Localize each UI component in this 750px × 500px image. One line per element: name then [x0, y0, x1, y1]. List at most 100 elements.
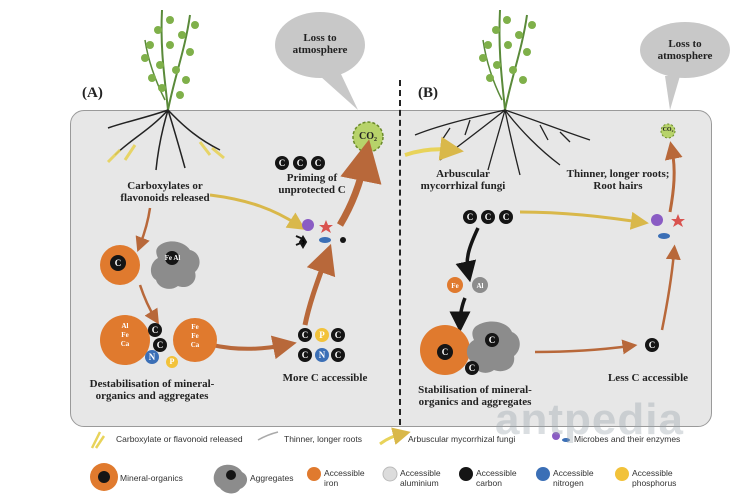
b-microbes-to-co2-arrow — [664, 141, 683, 213]
microbes-to-co2-arrow-a — [336, 139, 382, 227]
b-carbon-to-microbes-arrow — [519, 210, 649, 230]
mc-letter-n: N — [318, 350, 326, 360]
nitrogen-dot-a — [145, 350, 159, 364]
priming-label: Priming of unprotected C — [278, 172, 346, 196]
more-c-carbon-2 — [331, 328, 345, 342]
priming-carbon-3 — [311, 156, 325, 170]
more-c-carbon-4 — [331, 348, 345, 362]
b-aluminium-dot — [472, 277, 488, 293]
priming-letter-2: C — [296, 158, 304, 168]
b-carbon-2 — [481, 210, 495, 224]
more-c-nitrogen — [315, 348, 329, 362]
aggregate-a — [150, 241, 200, 289]
priming-letter-3: C — [314, 158, 322, 168]
mc-letter-4: C — [334, 350, 342, 360]
b-carbon-to-metals-arrow — [455, 227, 480, 283]
carbon-dot-1 — [148, 323, 162, 337]
more-c-to-microbes-arrow — [302, 243, 336, 326]
b-iron-dot — [447, 277, 463, 293]
complex-right-a — [173, 318, 217, 362]
release-label: Carboxylates or flavonoids released — [120, 180, 210, 204]
legend-iron: Accessible iron — [324, 468, 365, 488]
more-c-carbon-3 — [298, 348, 312, 362]
legend-phosphorus: Accessible phosphorus — [632, 468, 677, 488]
priming-carbon-2 — [293, 156, 307, 170]
panel-b-letter: (B) — [418, 85, 438, 101]
microbes-icon-b — [651, 214, 685, 239]
loss-to-atmosphere-b: Loss to atmosphere — [657, 38, 713, 62]
release-to-complex-arrow — [135, 207, 152, 253]
b-carbon-extra — [465, 361, 479, 375]
plant-a-shoot — [141, 9, 199, 111]
loss-bubble-a — [275, 12, 365, 110]
b-less-c-letter: C — [648, 340, 656, 350]
b-metals-to-complex-arrow — [449, 297, 471, 333]
b-extra-c-letter: C — [468, 363, 476, 373]
co2-label-b: CO₂ — [662, 127, 674, 133]
more-c-label: More C accessible — [282, 372, 368, 384]
destab-to-more-c-arrow — [211, 335, 297, 360]
legend-microbes: Microbes and their enzymes — [574, 434, 681, 444]
b-al-letter: Al — [476, 282, 484, 290]
legend-nitrogen: Accessible nitrogen — [553, 468, 594, 488]
watermark: antpedia — [495, 395, 684, 444]
legend: Carboxylate or flavonoid released Thinne… — [84, 426, 724, 498]
b-letter-3: C — [502, 212, 510, 222]
panel-divider — [399, 80, 401, 425]
b-fe-letter: Fe — [451, 282, 459, 290]
less-c-label: Less C accessible — [607, 372, 689, 384]
carbon-dot-2 — [153, 338, 167, 352]
microbes-icon-a — [295, 219, 346, 249]
phosphorus-dot-a — [166, 356, 178, 368]
plant-b-roots — [414, 109, 591, 176]
stabilisation-label: Stabilisation of mineral- organics and a… — [418, 384, 532, 408]
b-mineral-c-letter: C — [441, 347, 449, 357]
legend-carbon: Accessible carbon — [476, 468, 517, 488]
mc-letter-1: C — [301, 330, 309, 340]
legend-carboxylate: Carboxylate or flavonoid released — [116, 434, 243, 444]
mc-letter-p: P — [319, 330, 325, 340]
amf-icon — [379, 427, 411, 446]
thin-roots-icon — [257, 431, 279, 441]
complex-a-letters: Al Fe Ca — [120, 322, 130, 348]
plant-a-roots — [107, 109, 221, 171]
thin-roots-label: Thinner, longer roots; Root hairs — [566, 168, 670, 192]
destabilisation-label: Destabilisation of mineral- organics and… — [89, 378, 215, 402]
n-letter-1: N — [148, 352, 156, 362]
b-carbon-in-mineral — [437, 344, 453, 360]
plant-b-shoot — [479, 9, 536, 111]
b-carbon-3 — [499, 210, 513, 224]
aluminium-icon — [382, 466, 398, 482]
carbon-icon — [459, 467, 473, 481]
c-letter-2: C — [156, 340, 164, 350]
b-letter-1: C — [466, 212, 474, 222]
carbon-in-mineral-a — [110, 255, 126, 271]
co2-label-a: CO₂ — [359, 131, 377, 142]
aggregate-metal-letters: Fe Al — [164, 254, 181, 262]
mc-letter-3: C — [301, 350, 309, 360]
mc-letter-2: C — [334, 330, 342, 340]
more-c-carbon-1 — [298, 328, 312, 342]
amf-label: Arbuscular mycorrhizal fungi — [420, 168, 506, 192]
legend-mineral-organics: Mineral-organics — [120, 473, 183, 483]
panel-a-letter: (A) — [82, 85, 103, 101]
co2-icon-b — [660, 123, 676, 139]
legend-amf: Arbuscular mycorrhizal fungi — [408, 434, 516, 444]
p-letter-1: P — [169, 357, 175, 366]
b-carbon-in-aggregate — [485, 333, 499, 347]
microbes-icon — [552, 432, 570, 442]
carboxylate-release-a — [106, 141, 225, 164]
complex-down-arrow — [138, 284, 159, 325]
c-letter-1: C — [151, 325, 159, 335]
priming-carbon-1 — [275, 156, 289, 170]
complex-left-a — [100, 315, 150, 365]
more-c-phosphorus — [315, 328, 329, 342]
legend-icons — [90, 427, 629, 494]
complex-b-letters: Fe Fe Ca — [190, 323, 200, 349]
priming-letter-1: C — [278, 158, 286, 168]
legend-thin-roots: Thinner, longer roots — [284, 434, 362, 444]
loss-to-atmosphere-a: Loss to atmosphere — [292, 32, 348, 56]
loss-bubble-b — [640, 22, 730, 110]
b-carbon-1 — [463, 210, 477, 224]
